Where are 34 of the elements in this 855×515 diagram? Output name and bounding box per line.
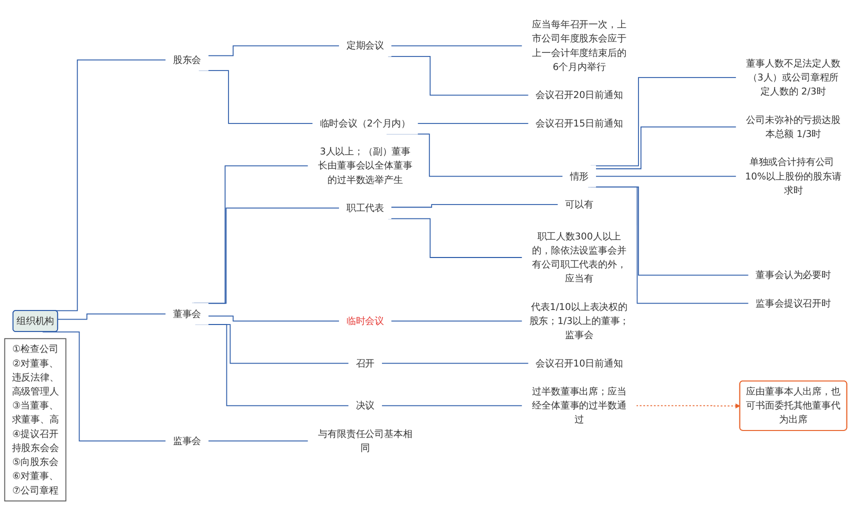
node-text: 职工代表	[346, 202, 384, 214]
node-text: 3人以上；（副）董事长由董事会以全体董事的过半数选举产生	[318, 146, 412, 186]
node-box: ①检查公司 ②对董事、 违反法律、 高级管理人 ③当董事、 求董事、高 ④提议召开 持股东会会 ⑤向股东会 ⑥对董事、 ⑦公司章程	[4, 338, 66, 502]
arrow	[636, 403, 740, 409]
node-text: 会议召开20日前通知	[536, 89, 623, 100]
connector	[381, 405, 523, 406]
connector	[390, 320, 523, 322]
connector	[57, 314, 166, 320]
node-text: 单独或合计持有公司 10%以上股份的股东请求时	[745, 156, 842, 196]
node-text: 召开	[356, 357, 375, 369]
connector	[417, 123, 529, 124]
connector	[208, 316, 340, 322]
connector	[390, 204, 558, 208]
node-text: 决议	[356, 400, 375, 411]
connector	[595, 126, 737, 170]
node-text: 监事会	[172, 435, 202, 446]
node-text: 会议召开15日前通知	[536, 118, 623, 129]
node-text: 应当每年召开一次，上市公司年度股东会应于上一会计年度结束后的6个月内举行	[532, 18, 626, 72]
node-text: 与有限责任公司基本相同	[318, 428, 412, 454]
node-text: 董事会认为必要时	[756, 269, 831, 280]
connector	[595, 176, 737, 177]
node-text: 可以有	[565, 198, 594, 210]
node-text: 董事人数不足法定人数（3人）或公司章程所定人数的 2/3时	[746, 58, 840, 97]
connector	[208, 440, 309, 442]
connector	[381, 362, 529, 364]
node-text: 临时会议	[346, 315, 384, 326]
node-text: 代表1/10以上表决权的股东；1/3以上的董事；监事会	[529, 301, 630, 340]
node-text: 监事会提议召开时	[756, 297, 831, 309]
node-text: 定期会议	[346, 40, 384, 52]
node-text: 公司未弥补的亏损达股本总额 1/3时	[746, 114, 840, 140]
node-text: 会议召开10日前通知	[536, 357, 623, 369]
connector	[208, 45, 340, 56]
connector	[390, 45, 523, 46]
node-text: 过半数董事出席；应当经全体董事的过半数通过	[532, 386, 626, 426]
